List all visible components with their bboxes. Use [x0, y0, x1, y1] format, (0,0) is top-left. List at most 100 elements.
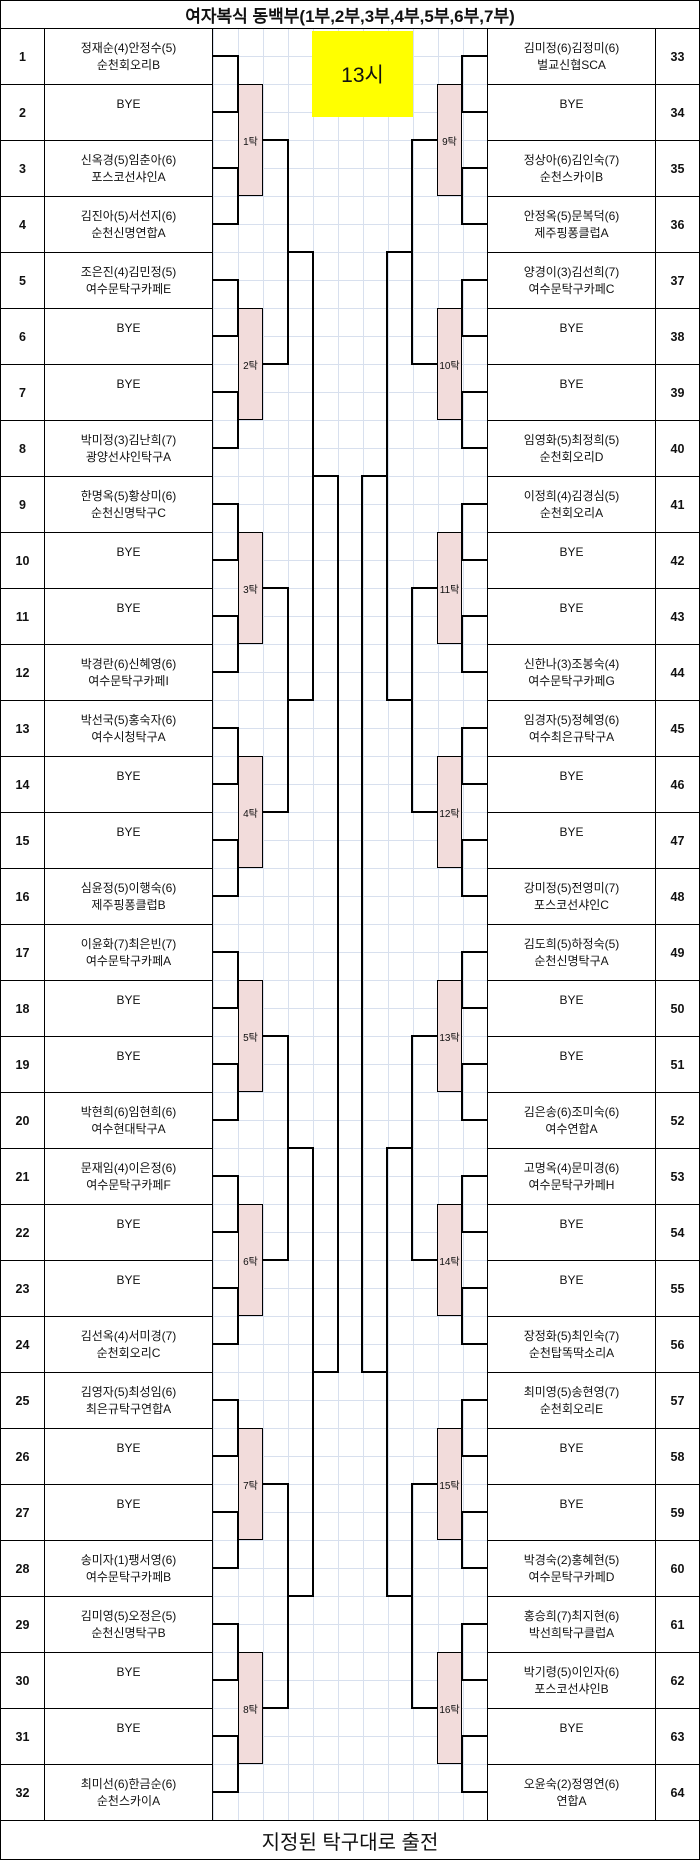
bye-cell: BYE — [44, 756, 213, 812]
bracket-line — [462, 1063, 487, 1065]
team-club: 포스코선샤인A — [91, 169, 166, 184]
team-names: BYE — [559, 376, 584, 391]
seed-number: 4 — [0, 196, 44, 252]
team-club: 순천스카이B — [539, 169, 604, 184]
bracket-line — [412, 1035, 437, 1037]
bracket-line — [288, 699, 313, 701]
team-names: 정상아(6)김인숙(7) — [523, 152, 620, 167]
bracket-line — [387, 251, 412, 253]
team-club: 여수문탁구카페F — [86, 1177, 171, 1192]
bracket-line — [288, 1147, 313, 1149]
bracket-line — [213, 1063, 238, 1065]
table-assignment-box: 3탁 — [238, 532, 263, 644]
team-names: BYE — [559, 320, 584, 335]
seed-number: 41 — [656, 476, 700, 532]
team-names: 김은송(6)조미숙(6) — [523, 1104, 620, 1119]
bye-cell: BYE — [44, 308, 213, 364]
bracket-line — [462, 895, 487, 897]
bye-cell: BYE — [487, 532, 656, 588]
bye-cell: BYE — [44, 980, 213, 1036]
table-assignment-box: 8탁 — [238, 1652, 263, 1764]
bracket-line — [263, 1483, 288, 1485]
bracket-line — [462, 1343, 487, 1345]
team-cell: 조은진(4)김민정(5)여수문탁구카페E — [44, 252, 213, 308]
bracket-line — [213, 783, 238, 785]
team-cell: 김미정(6)김정미(6)벌교신협SCA — [487, 28, 656, 84]
bracket-line — [461, 167, 463, 225]
bracket-line — [462, 55, 487, 57]
team-names: 오윤숙(2)정영연(6) — [523, 1776, 620, 1791]
bracket-line — [362, 1371, 387, 1373]
seed-number: 62 — [656, 1652, 700, 1708]
bracket-line — [462, 503, 487, 505]
team-club: 여수문탁구카페B — [85, 1569, 172, 1584]
team-club: 순천신명연합A — [91, 225, 166, 240]
team-club: 순천회오리A — [539, 505, 604, 520]
team-names: 강미정(5)전영미(7) — [523, 880, 620, 895]
team-names: 안정옥(5)문복덕(6) — [523, 208, 620, 223]
team-cell: 정재순(4)안정수(5)순천회오리B — [44, 28, 213, 84]
team-names: BYE — [559, 768, 584, 783]
team-names: 박경숙(2)홍혜현(5) — [523, 1552, 620, 1567]
team-cell: 김영자(5)최성임(6)최은규탁구연합A — [44, 1372, 213, 1428]
seed-number: 40 — [656, 420, 700, 476]
seed-number: 23 — [0, 1260, 44, 1316]
team-names: BYE — [116, 992, 141, 1007]
seed-number: 55 — [656, 1260, 700, 1316]
team-names: BYE — [116, 376, 141, 391]
team-names: 정재순(4)안정수(5) — [80, 40, 177, 55]
bye-cell: BYE — [44, 588, 213, 644]
bracket-line — [462, 1735, 487, 1737]
team-names: 임경자(5)정혜영(6) — [523, 712, 620, 727]
team-club: 여수연합A — [545, 1121, 598, 1136]
bracket-line — [412, 1259, 437, 1261]
seed-number: 15 — [0, 812, 44, 868]
team-cell: 김은송(6)조미숙(6) 여수연합A — [487, 1092, 656, 1148]
bracket-line — [462, 559, 487, 561]
seed-number: 29 — [0, 1596, 44, 1652]
bracket-line — [213, 951, 238, 953]
bracket-line — [213, 1007, 238, 1009]
bracket-line — [462, 1567, 487, 1569]
team-names: BYE — [116, 1216, 141, 1231]
team-cell: 강미정(5)전영미(7)포스코선샤인C — [487, 868, 656, 924]
team-names: 임영화(5)최정희(5) — [523, 432, 620, 447]
seed-number: 27 — [0, 1484, 44, 1540]
team-club: 제주핑퐁클럽B — [91, 897, 166, 912]
seed-number: 47 — [656, 812, 700, 868]
seed-number: 61 — [656, 1596, 700, 1652]
team-names: BYE — [559, 1216, 584, 1231]
team-names: 박현희(6)임현희(6) — [80, 1104, 177, 1119]
team-club: 여수현대탁구A — [91, 1121, 166, 1136]
bracket-line — [461, 1063, 463, 1121]
bracket-line — [462, 783, 487, 785]
team-club: 연합A — [556, 1793, 587, 1808]
bracket-line — [462, 447, 487, 449]
bye-cell: BYE — [44, 1036, 213, 1092]
team-names: BYE — [116, 768, 141, 783]
bracket-line — [462, 1511, 487, 1513]
team-names: 심윤정(5)이행숙(6) — [80, 880, 177, 895]
bracket-line — [213, 335, 238, 337]
bye-cell: BYE — [44, 1708, 213, 1764]
start-time-box: 13시 — [312, 31, 413, 117]
team-names: BYE — [559, 824, 584, 839]
bracket-line — [237, 1399, 239, 1457]
table-assignment-box: 1탁 — [238, 84, 263, 196]
team-club: 최은규탁구연합A — [85, 1401, 172, 1416]
bye-cell: BYE — [44, 532, 213, 588]
team-names: BYE — [559, 96, 584, 111]
seed-number: 34 — [656, 84, 700, 140]
team-names: BYE — [116, 544, 141, 559]
bracket-line — [263, 587, 288, 589]
bracket-line — [213, 223, 238, 225]
bracket-line — [237, 55, 239, 113]
bracket-line — [213, 839, 238, 841]
bracket-line — [462, 1007, 487, 1009]
team-names: 최미영(5)송현영(7) — [523, 1384, 620, 1399]
bracket-line — [213, 1455, 238, 1457]
team-club: 제주핑퐁클럽A — [534, 225, 609, 240]
seed-number: 30 — [0, 1652, 44, 1708]
team-names: BYE — [116, 1440, 141, 1455]
